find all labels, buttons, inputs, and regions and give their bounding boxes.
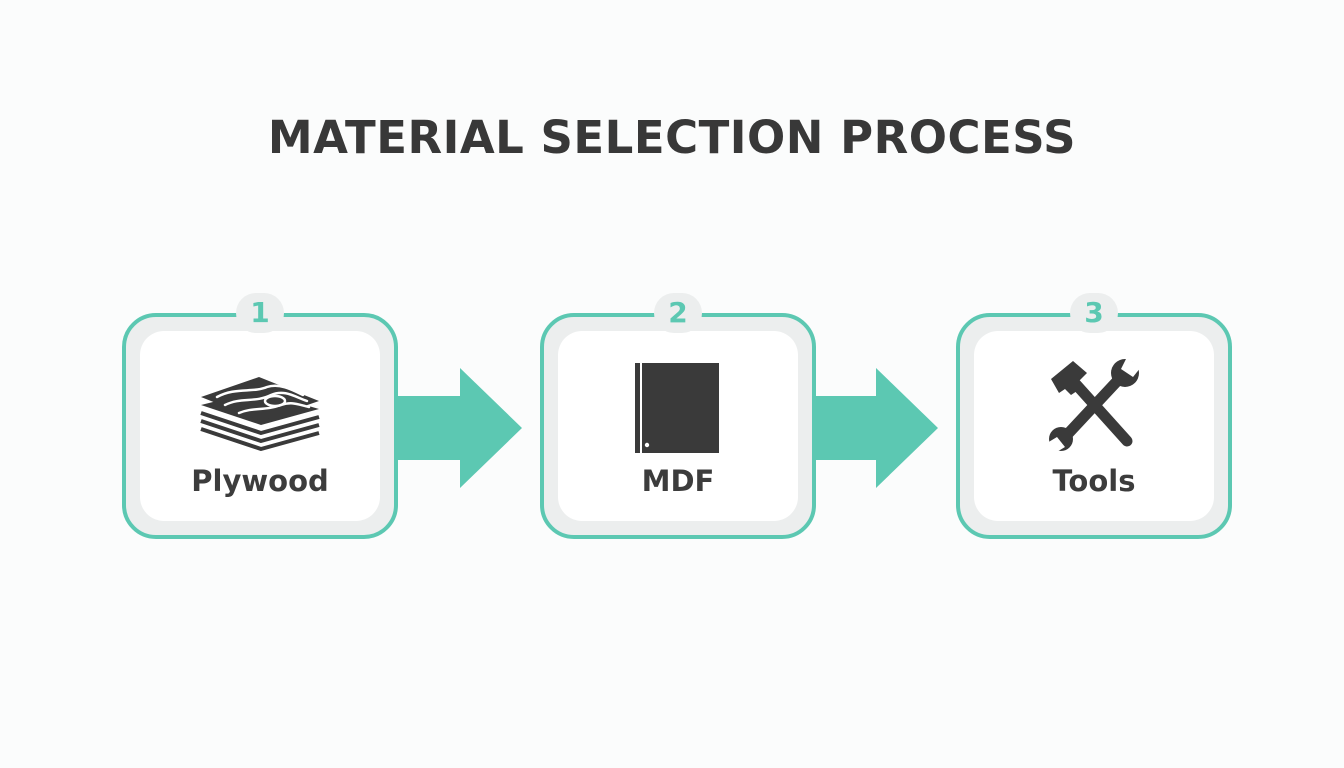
step-card-plywood: 1: [122, 293, 398, 539]
step-number-badge: 2: [654, 293, 702, 333]
step-number-badge: 3: [1070, 293, 1118, 333]
step-card-body: [974, 331, 1214, 521]
page-title: MATERIAL SELECTION PROCESS: [267, 111, 1077, 164]
step-label: Tools: [1052, 464, 1136, 498]
step-number-badge: 1: [236, 293, 284, 333]
plywood-icon: [195, 357, 325, 453]
step-label: Plywood: [191, 464, 329, 498]
arrow-right-icon: [812, 368, 938, 488]
arrow-right-icon: [396, 368, 522, 488]
step-label: MDF: [641, 464, 715, 498]
step-card-tools: 3 Tools: [956, 293, 1232, 539]
step-card-body: [140, 331, 380, 521]
hammer-wrench-icon: [1029, 357, 1159, 453]
step-card-mdf: 2 MDF: [540, 293, 816, 539]
mdf-board-icon: [613, 357, 743, 453]
